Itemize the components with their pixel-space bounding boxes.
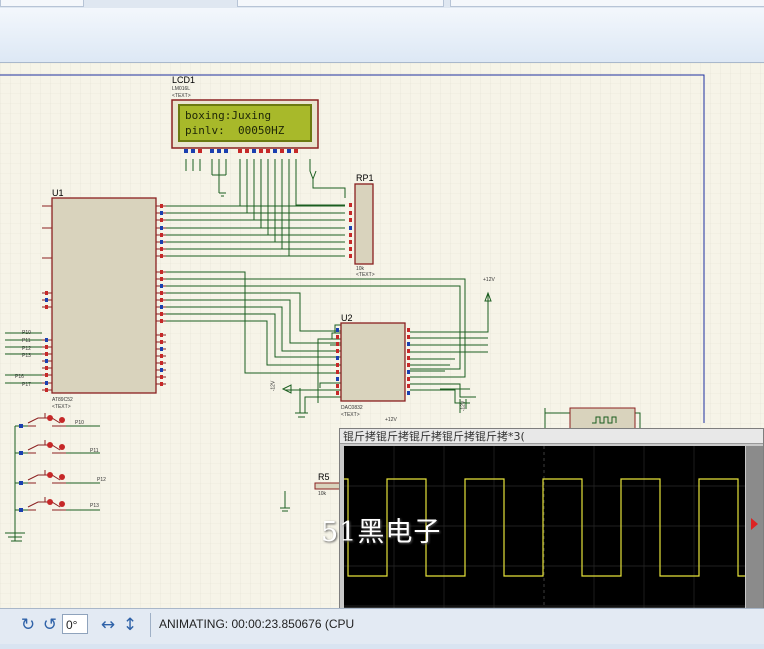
mcu-ref: U1 bbox=[52, 188, 64, 198]
plus12-label-top: +12V bbox=[483, 277, 495, 283]
lcd-model: LM016L bbox=[172, 86, 191, 92]
mcu-text-tag: <TEXT> bbox=[52, 404, 71, 410]
top-tab-left[interactable] bbox=[0, 0, 84, 7]
mcu-pin-markers bbox=[45, 204, 163, 392]
port-label-p16: P16 bbox=[15, 374, 24, 380]
dac-body[interactable] bbox=[340, 322, 406, 402]
status-bar: ↻ ↺ 0° ↔ ↕ ANIMATING: 00:00:23.850676 (C… bbox=[0, 608, 764, 644]
status-divider bbox=[150, 613, 151, 637]
r5-value: 10k bbox=[318, 491, 327, 497]
mcu-model: AT89C52 bbox=[52, 397, 73, 403]
lcd-line-2: pinlv: 00050HZ bbox=[185, 124, 285, 137]
rp1-body[interactable] bbox=[354, 183, 374, 265]
dac-model: DAC0832 bbox=[341, 405, 363, 411]
dac-ref: U2 bbox=[341, 313, 353, 323]
dac-pin-markers bbox=[336, 328, 410, 395]
oscilloscope-title[interactable]: 锟斤拷锟斤拷锟斤拷锟斤拷锟斤拷*3( bbox=[340, 429, 763, 444]
port-label-p11: P11 bbox=[22, 338, 31, 344]
dac-supply-label: +12V bbox=[385, 417, 397, 423]
port-label-p17: P17 bbox=[22, 382, 31, 388]
watermark-text: 51黑电子 bbox=[321, 517, 442, 548]
rp1-ref: RP1 bbox=[356, 173, 374, 183]
button-label-p13: P13 bbox=[90, 503, 99, 509]
rotate-ccw-icon[interactable]: ↺ bbox=[42, 615, 58, 635]
rp1-value: 10k bbox=[356, 266, 365, 272]
generator-square-wave bbox=[592, 416, 617, 424]
r5-body[interactable] bbox=[314, 482, 341, 490]
lcd-display: boxing:Juxing pinlv: 00050HZ bbox=[178, 104, 312, 142]
scope-grid bbox=[344, 446, 745, 644]
dac-text-tag: <TEXT> bbox=[341, 412, 360, 418]
lcd-ref: LCD1 bbox=[172, 75, 196, 85]
lcd-text-tag: <TEXT> bbox=[172, 93, 191, 99]
button-indicators bbox=[19, 415, 65, 512]
sheet-border bbox=[0, 74, 705, 423]
top-tab-right[interactable] bbox=[450, 0, 764, 7]
signal-generator-body[interactable] bbox=[569, 407, 636, 431]
button-label-p11: P11 bbox=[90, 448, 99, 454]
scope-waveform bbox=[344, 478, 745, 577]
minus12-label: -12V bbox=[270, 380, 277, 392]
animating-status: ANIMATING: 00:00:23.850676 (CPU bbox=[159, 617, 355, 631]
rotation-input[interactable]: 0° bbox=[62, 614, 88, 634]
rp1-pin-markers bbox=[349, 203, 352, 258]
scope-side-panel bbox=[746, 446, 763, 644]
top-tab-middle[interactable] bbox=[237, 0, 444, 7]
push-buttons[interactable] bbox=[27, 413, 66, 511]
port-label-p13: P13 bbox=[22, 353, 31, 359]
toolbar-area bbox=[0, 8, 764, 63]
flip-vertical-icon[interactable]: ↕ bbox=[122, 615, 138, 635]
rp1-text-tag: <TEXT> bbox=[356, 272, 375, 278]
flip-horizontal-icon[interactable]: ↔ bbox=[100, 615, 116, 635]
minus12-label-right: -12V bbox=[460, 400, 467, 412]
port-label-p10: P10 bbox=[22, 330, 31, 336]
rotate-cw-icon[interactable]: ↻ bbox=[20, 615, 36, 635]
wires bbox=[5, 159, 641, 542]
r5-ref: R5 bbox=[318, 472, 330, 482]
button-label-p10: P10 bbox=[75, 420, 84, 426]
mcu-body[interactable] bbox=[51, 197, 157, 394]
lcd-pins bbox=[184, 149, 298, 153]
trigger-marker-icon[interactable] bbox=[751, 518, 758, 530]
button-label-p12: P12 bbox=[97, 477, 106, 483]
port-label-p12: P12 bbox=[22, 346, 31, 352]
lcd-line-1: boxing:Juxing bbox=[185, 109, 272, 122]
